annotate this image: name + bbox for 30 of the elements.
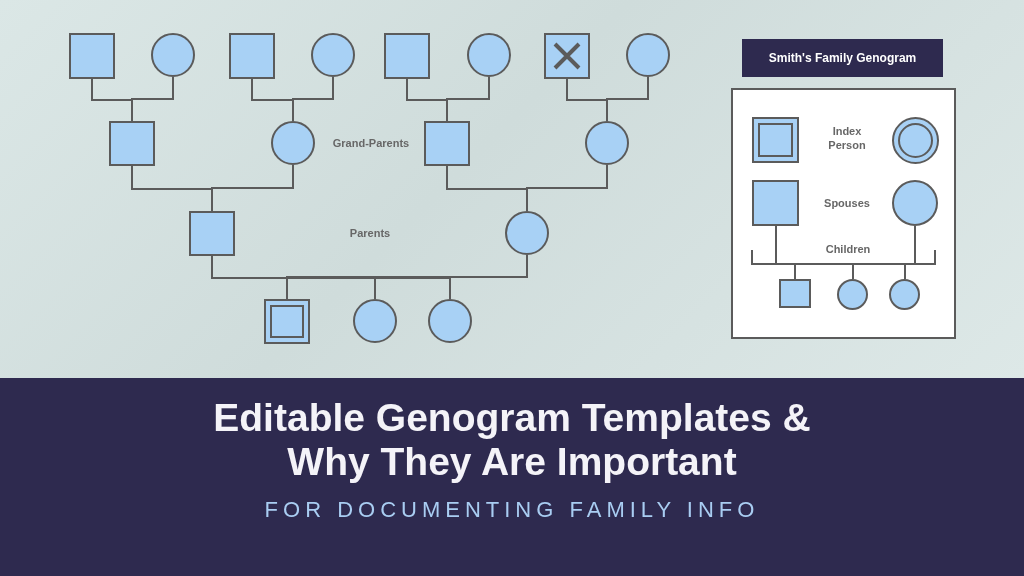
family-line — [211, 164, 294, 212]
generation-label: Parents — [348, 226, 392, 240]
family-line — [292, 76, 334, 122]
male-square — [229, 33, 275, 79]
index-person-circle — [892, 117, 939, 164]
generation-label: Grand-Parents — [331, 136, 411, 150]
male-square — [424, 121, 470, 166]
male-square — [189, 211, 235, 256]
male-square — [384, 33, 430, 79]
female-circle — [889, 279, 920, 310]
family-line — [606, 76, 649, 122]
index-person-square — [264, 299, 310, 344]
title-banner: Smith's Family Genogram — [742, 39, 943, 77]
male-square — [752, 180, 799, 226]
family-line — [446, 76, 490, 122]
title: Editable Genogram Templates & Why They Are Important — [212, 396, 812, 484]
family-line — [449, 254, 528, 300]
family-line — [526, 164, 608, 212]
symbol-caption: Spouses — [823, 196, 871, 210]
symbol-caption: Index Person — [827, 124, 867, 152]
male-square — [779, 279, 811, 308]
index-person-square — [752, 117, 799, 163]
deceased-male-square — [544, 33, 590, 79]
male-square — [109, 121, 155, 166]
family-line — [131, 76, 174, 122]
legend-panel — [731, 88, 956, 339]
male-square — [69, 33, 115, 79]
female-circle — [837, 279, 868, 310]
female-circle — [892, 180, 938, 226]
subtitle: FOR DOCUMENTING FAMILY INFO — [263, 497, 761, 523]
